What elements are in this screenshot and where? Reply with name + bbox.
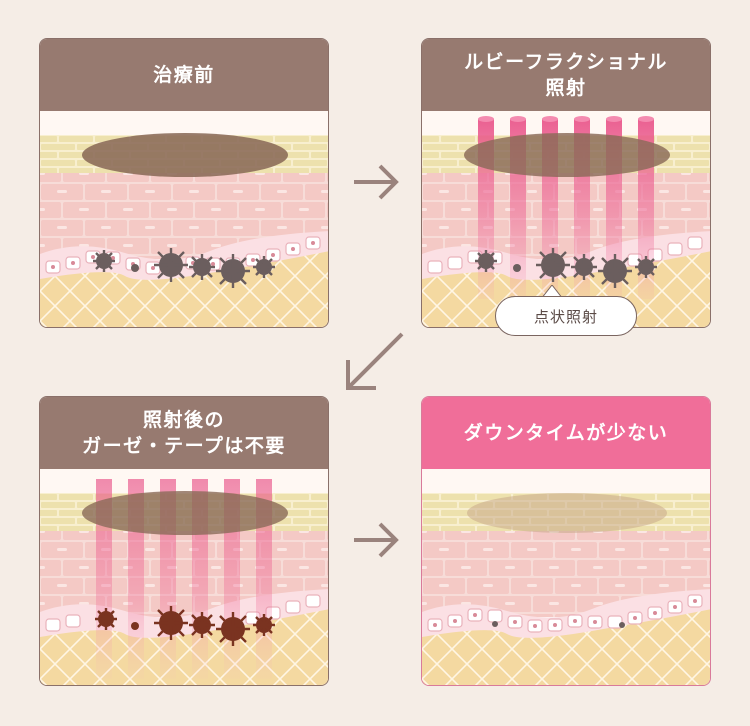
skin-illustration-laser [422, 111, 710, 327]
skin-illustration [40, 111, 328, 327]
arrow-right-icon [354, 164, 399, 200]
panel-less-downtime: ダウンタイムが少ない [421, 396, 711, 686]
panel-header: 治療前 [40, 39, 328, 111]
callout-tail [541, 285, 563, 299]
panel-header: ルビーフラクショナル 照射 [422, 39, 710, 111]
panel-title-line2: 照射 [545, 77, 587, 99]
panel-after-irradiation: 照射後の ガーゼ・テープは不要 [39, 396, 329, 686]
panel-header: 照射後の ガーゼ・テープは不要 [40, 397, 328, 469]
panel-title: 治療前 [153, 64, 215, 86]
point-irradiation-callout: 点状照射 [495, 296, 637, 336]
arrow-down-left-icon [346, 332, 404, 390]
panel-title: 照射後の [142, 409, 225, 431]
panel-header: ダウンタイムが少ない [422, 397, 710, 469]
callout-label: 点状照射 [533, 307, 598, 326]
panel-before-treatment: 治療前 [39, 38, 329, 328]
skin-illustration-healed [422, 469, 710, 685]
panel-title-line2: ガーゼ・テープは不要 [82, 435, 286, 457]
skin-illustration-after [40, 469, 328, 685]
panel-ruby-fractional-irradiation: ルビーフラクショナル 照射 [421, 38, 711, 328]
panel-title: ルビーフラクショナル [464, 51, 668, 73]
arrow-right-icon [354, 522, 399, 558]
panel-title: ダウンタイムが少ない [463, 422, 669, 444]
